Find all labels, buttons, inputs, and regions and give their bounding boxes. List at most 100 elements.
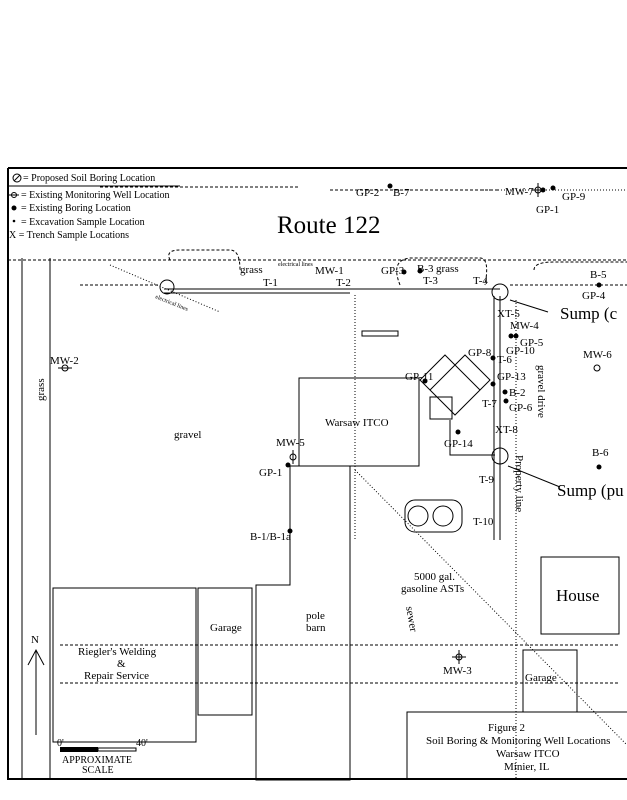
map-frame bbox=[7, 167, 627, 780]
pole-barn bbox=[255, 465, 351, 781]
label-mw7: MW-7 bbox=[505, 186, 534, 198]
legend-proposed: = Proposed Soil Boring Location bbox=[23, 173, 155, 184]
monitoring-well-icon bbox=[58, 364, 72, 372]
figure-title-block: Figure 2 Soil Boring & Monitoring Well L… bbox=[406, 711, 627, 780]
label-mw6: MW-6 bbox=[583, 349, 612, 361]
label-riegler: Repair Service bbox=[84, 670, 149, 682]
legend: = Proposed Soil Boring Location = Existi… bbox=[9, 173, 170, 241]
label-t7: T-7 bbox=[482, 398, 497, 410]
label-house: House bbox=[556, 586, 599, 605]
north-arrow-icon bbox=[27, 648, 45, 735]
garage-building bbox=[197, 587, 253, 716]
monitoring-well-icon bbox=[9, 192, 19, 198]
label-gp6: GP-6 bbox=[509, 402, 533, 414]
warsaw-itco-building bbox=[298, 377, 420, 467]
label-asts: gasoline ASTs bbox=[401, 583, 464, 595]
label-mw2: MW-2 bbox=[50, 355, 79, 367]
sump-marker bbox=[159, 279, 175, 295]
label-t4: T-4 bbox=[473, 275, 488, 287]
proposed-boring-icon bbox=[12, 173, 22, 183]
label-mw3: MW-3 bbox=[443, 665, 472, 677]
label-sump: Sump (c bbox=[560, 304, 618, 323]
label-scale-40: 40' bbox=[136, 738, 148, 749]
ast-tank bbox=[432, 505, 454, 527]
riegler-building bbox=[52, 587, 197, 743]
legend-monitoring-well: = Existing Monitoring Well Location bbox=[21, 190, 170, 201]
label-scale-0: 0' bbox=[57, 738, 64, 749]
label-b5: B-5 bbox=[590, 269, 607, 281]
label-xt8: XT-8 bbox=[495, 424, 518, 436]
label-b7: B-7 bbox=[393, 187, 410, 199]
label-b3: B-3 bbox=[417, 263, 434, 275]
legend-trench: X = Trench Sample Locations bbox=[9, 230, 129, 241]
label-gp9: GP-9 bbox=[562, 191, 586, 203]
label-grass: grass bbox=[436, 263, 459, 275]
label-mw1: MW-1 bbox=[315, 265, 344, 277]
label-garage: Garage bbox=[525, 672, 557, 684]
label-sump: Sump (pu bbox=[557, 481, 624, 500]
figure-title: Figure 2 bbox=[488, 722, 525, 734]
label-grass: grass bbox=[35, 378, 47, 401]
label-north: N bbox=[31, 634, 39, 646]
sump-marker bbox=[491, 283, 509, 301]
label-gravel: gravel bbox=[174, 429, 201, 441]
label-gp14: GP-14 bbox=[444, 438, 473, 450]
label-mw5: MW-5 bbox=[276, 437, 305, 449]
label-scale: APPROXIMATE bbox=[62, 755, 132, 766]
label-mw4: MW-4 bbox=[510, 320, 539, 332]
label-sewer: sewer bbox=[403, 605, 419, 633]
excavation-icon bbox=[12, 219, 16, 223]
monitoring-well-icon bbox=[593, 364, 601, 372]
scale-bar bbox=[60, 747, 137, 752]
label-scale: SCALE bbox=[82, 765, 114, 776]
label-xt5: XT-5 bbox=[497, 308, 520, 320]
label-property-line: Property line bbox=[513, 455, 525, 512]
house-building bbox=[540, 556, 620, 635]
label-t1: T-1 bbox=[263, 277, 278, 289]
road-title: Route 122 bbox=[277, 212, 380, 239]
monitoring-well-icon bbox=[452, 650, 466, 664]
label-gp1-top: GP-1 bbox=[536, 204, 559, 216]
figure-subtitle: Soil Boring & Monitoring Well Locations bbox=[426, 735, 610, 747]
ast-enclosure bbox=[404, 499, 463, 533]
label-t6: T-6 bbox=[497, 354, 512, 366]
map-labels: GP-2 B-7 MW-7 GP-9 GP-1 grass electrical… bbox=[27, 186, 624, 776]
label-t9: T-9 bbox=[479, 474, 494, 486]
label-b1: B-1/B-1a bbox=[250, 531, 291, 543]
monitoring-well-icon bbox=[289, 450, 297, 464]
label-riegler: & bbox=[117, 658, 126, 670]
label-riegler: Riegler's Welding bbox=[78, 646, 157, 658]
label-warsaw-itco: Warsaw ITCO bbox=[325, 417, 389, 429]
label-electrical: electrical lines bbox=[278, 262, 313, 268]
label-gravel-drive: gravel drive bbox=[535, 365, 547, 418]
label-gp5: GP-5 bbox=[520, 337, 544, 349]
label-grass: grass bbox=[240, 264, 263, 276]
figure-site: Warsaw ITCO bbox=[496, 748, 560, 760]
label-gp3: GP-3 bbox=[381, 265, 405, 277]
label-t3: T-3 bbox=[423, 275, 438, 287]
label-electrical: electrical lines bbox=[154, 294, 189, 313]
map-lines bbox=[8, 186, 627, 780]
ast-tank bbox=[407, 505, 429, 527]
label-asts: 5000 gal. bbox=[414, 571, 455, 583]
boring-icon bbox=[11, 205, 17, 211]
label-pole-barn: pole bbox=[306, 610, 325, 622]
label-gp2: GP-2 bbox=[356, 187, 379, 199]
label-gp10: GP-10 bbox=[506, 345, 535, 357]
label-gp8: GP-8 bbox=[468, 347, 492, 359]
label-gp13: GP-13 bbox=[497, 371, 526, 383]
label-t10: T-10 bbox=[473, 516, 494, 528]
label-b2: B-2 bbox=[509, 387, 526, 399]
figure-location: Minier, IL bbox=[504, 761, 550, 773]
label-b6: B-6 bbox=[592, 447, 609, 459]
label-gp1: GP-1 bbox=[259, 467, 282, 479]
label-gp4: GP-4 bbox=[582, 290, 606, 302]
label-garage: Garage bbox=[210, 622, 242, 634]
sump-marker bbox=[491, 447, 509, 465]
legend-excavation: = Excavation Sample Location bbox=[21, 217, 145, 228]
boring-points bbox=[285, 183, 602, 534]
legend-boring: = Existing Boring Location bbox=[21, 203, 131, 214]
label-pole-barn: barn bbox=[306, 622, 326, 634]
label-gp11: GP-11 bbox=[405, 371, 433, 383]
